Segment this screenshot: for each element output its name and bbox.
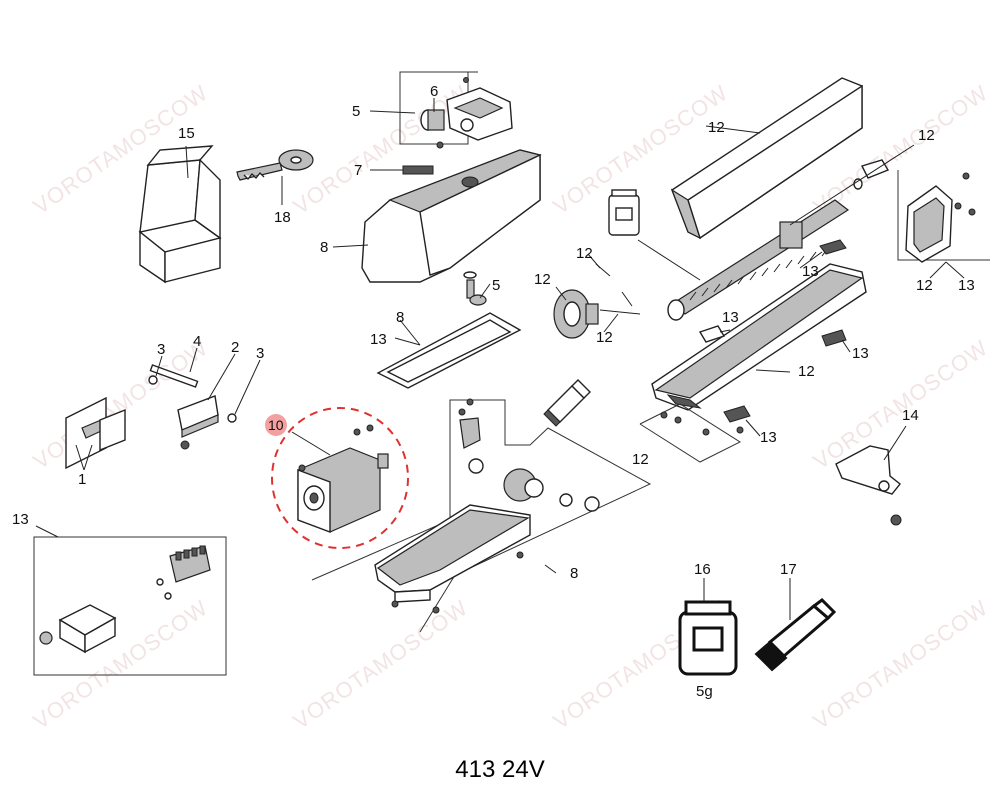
grease-jar-small-icon (608, 189, 701, 281)
watermark-text: VOROTAMOSCOW (809, 335, 993, 474)
watermark-text: VOROTAMOSCOW (289, 595, 473, 734)
part-10-motor (265, 407, 409, 549)
callout-7: 7 (354, 162, 362, 179)
callout-13-block-a: 13 (802, 263, 819, 280)
watermark-text: VOROTAMOSCOW (29, 335, 213, 474)
callout-12-screws: 12 (632, 451, 649, 468)
callout-12-rail: 12 (798, 363, 815, 380)
callout-6: 6 (430, 83, 438, 100)
terminal-block (169, 545, 211, 583)
part-18-key (236, 149, 314, 205)
callout-13-endcap: 13 (958, 277, 975, 294)
callout-2: 2 (231, 339, 239, 356)
callout-5-top: 5 (352, 103, 360, 120)
callout-16: 16 (694, 561, 711, 578)
part-8-gearbox (311, 398, 652, 633)
watermark-text: VOROTAMOSCOW (29, 595, 213, 734)
callout-3-right: 3 (256, 345, 264, 362)
callout-12-gear: 12 (534, 271, 551, 288)
part-12-13-endcap (897, 170, 990, 279)
callout-labels: 15 18 5 6 7 8 5 8 13 3 4 2 3 1 13 10 8 1… (12, 83, 975, 700)
part-16-grease-jar (678, 578, 738, 676)
part-14-arm (835, 425, 907, 526)
grease-quantity-label: 5g (696, 683, 713, 700)
callout-17: 17 (780, 561, 797, 578)
callout-14: 14 (902, 407, 919, 424)
callout-10: 10 (268, 417, 284, 433)
callout-4: 4 (193, 333, 201, 350)
callout-13-block-d: 13 (760, 429, 777, 446)
part-13-gasket (376, 312, 522, 389)
part-1-bracket (65, 396, 126, 471)
part-12-pins (587, 253, 633, 307)
highlight-marker (265, 414, 287, 436)
watermark-text: VOROTAMOSCOW (809, 595, 993, 734)
callout-13-block-b: 13 (722, 309, 739, 326)
callout-12-pins: 12 (596, 329, 613, 346)
callout-12-cover: 12 (708, 119, 725, 136)
grease-tube-small-icon (543, 379, 591, 427)
callout-1: 1 (78, 471, 86, 488)
callout-12-screw: 12 (918, 127, 935, 144)
part-7-connector (370, 165, 434, 175)
part-13-blocks (698, 239, 851, 437)
callout-18: 18 (274, 209, 291, 226)
part-6-frame (369, 71, 513, 149)
part-12-cover (670, 77, 863, 240)
callout-12-endcap: 12 (916, 277, 933, 294)
part-2-fork (177, 353, 236, 450)
part-12-gear (553, 286, 641, 339)
callout-5-bolt: 5 (492, 277, 500, 294)
part-4-pin (149, 347, 199, 388)
callout-15: 15 (178, 125, 195, 142)
part-15-box (138, 145, 222, 284)
callout-8-cover: 8 (320, 239, 328, 256)
callout-8-gearbox: 8 (570, 565, 578, 582)
callout-8-gasket: 8 (396, 309, 404, 326)
callout-12-pin: 12 (576, 245, 593, 262)
part-13-junction-frame (33, 525, 227, 676)
highlight-circle (271, 407, 409, 549)
callout-13-block-c: 13 (852, 345, 869, 362)
part-12-screws (639, 403, 744, 463)
part-12-worm-screw (667, 144, 915, 321)
model-title: 413 24V (455, 756, 545, 783)
part-3-clips (148, 355, 261, 423)
callout-13-junction: 13 (12, 511, 29, 528)
part-17-grease-tube (754, 578, 837, 672)
callout-3-left: 3 (157, 341, 165, 358)
part-8-cover (332, 149, 542, 283)
part-5-bolt (463, 271, 491, 306)
callout-13-gasket: 13 (370, 331, 387, 348)
part-12-rail (651, 263, 867, 411)
